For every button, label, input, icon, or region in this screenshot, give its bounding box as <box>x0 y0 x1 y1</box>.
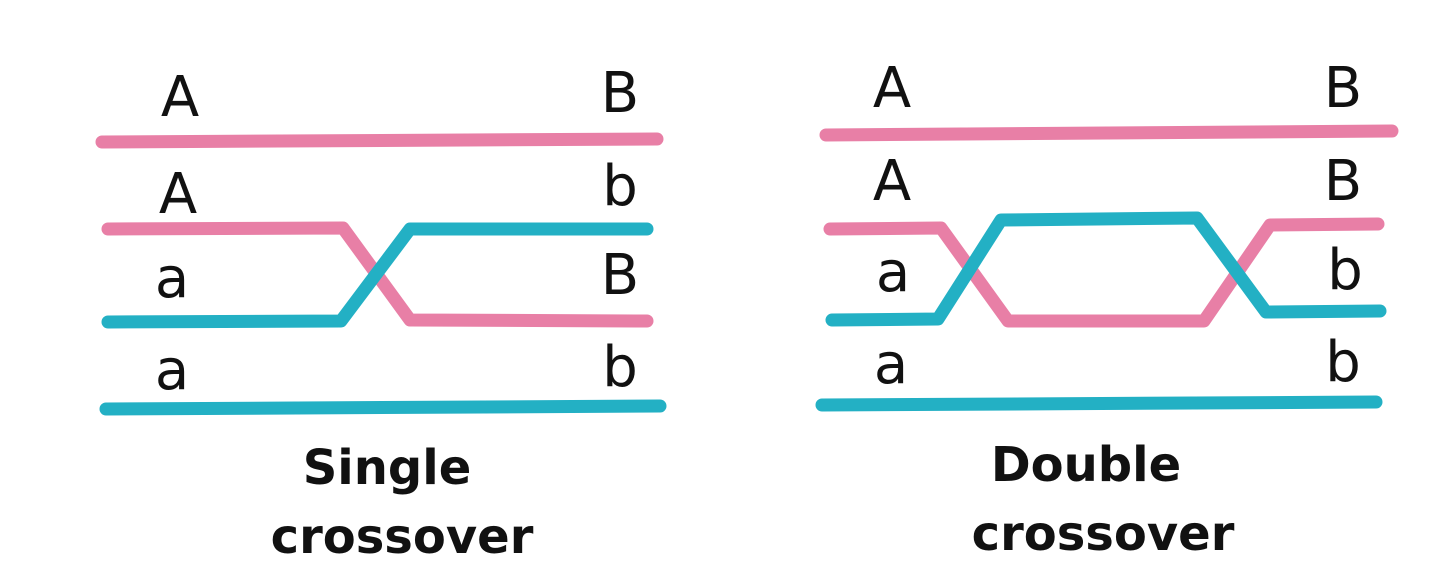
single-row2-left-label: A <box>159 162 197 227</box>
double-allele-labels: A B A B a b a b <box>873 56 1363 397</box>
double-caption: Double crossover <box>972 437 1235 562</box>
single-strands <box>95 132 667 416</box>
single-crossover-panel: A B A b a B a b Single crossover <box>95 61 667 565</box>
single-row4-left-label: a <box>155 338 189 403</box>
single-caption-line1: Single <box>303 440 472 496</box>
double-caption-line2: crossover <box>972 506 1235 562</box>
single-caption-line2: crossover <box>271 509 534 565</box>
single-caption: Single crossover <box>271 440 534 565</box>
single-row1-left-label: A <box>161 65 199 130</box>
single-row3-right-label: B <box>601 243 639 308</box>
single-row2-right-label: b <box>602 154 638 219</box>
single-allele-labels: A B A b a B a b <box>155 61 639 403</box>
double-row3-left-label: a <box>876 240 910 305</box>
single-strand-1 <box>95 132 664 149</box>
single-row4-right-label: b <box>602 335 638 400</box>
single-row3-left-label: a <box>155 246 189 311</box>
double-row1-right-label: B <box>1324 56 1362 121</box>
double-strand-3-teal-crossing <box>825 211 1387 327</box>
double-strand-4 <box>815 395 1383 412</box>
double-row4-left-label: a <box>874 332 908 397</box>
single-strand-3-teal-crossing <box>101 222 654 329</box>
double-row4-right-label: b <box>1325 330 1361 395</box>
double-row2-left-label: A <box>873 149 911 214</box>
double-row1-left-label: A <box>873 56 911 121</box>
double-caption-line1: Double <box>991 437 1181 493</box>
double-strand-1 <box>819 124 1399 142</box>
double-row2-right-label: B <box>1324 149 1362 214</box>
double-row3-right-label: b <box>1327 238 1363 303</box>
double-strands <box>815 124 1399 412</box>
single-row1-right-label: B <box>601 61 639 126</box>
double-crossover-panel: A B A B a b a b Double crossover <box>815 56 1399 562</box>
single-strand-4 <box>99 399 667 416</box>
double-strand-2-pink-crossing <box>823 217 1385 328</box>
